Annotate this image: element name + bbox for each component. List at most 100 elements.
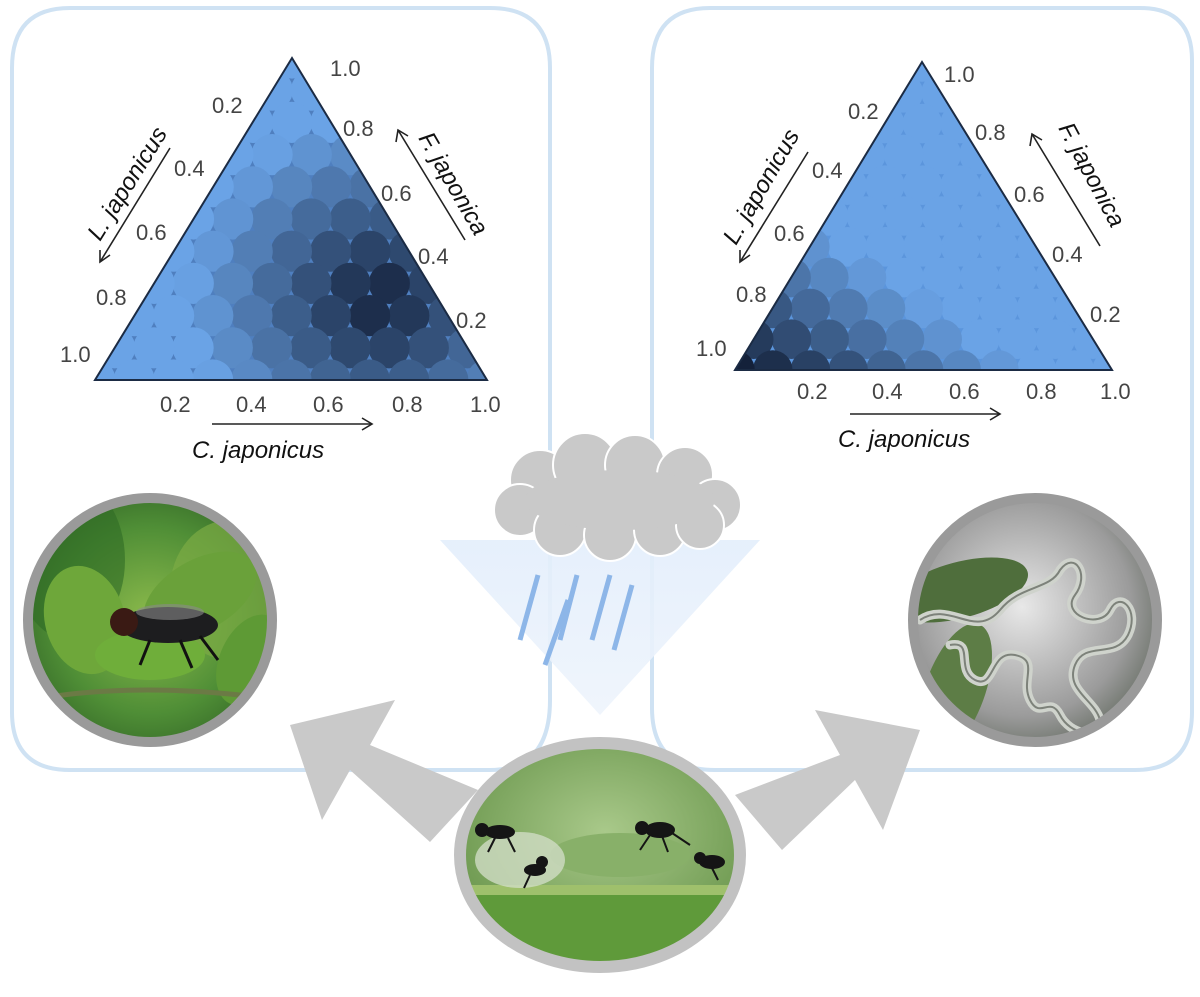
ternary-cell — [902, 165, 943, 205]
ternary-cell — [865, 288, 906, 329]
tick-label: 0.4 — [418, 244, 449, 269]
tick-label: 1.0 — [1100, 379, 1131, 404]
right-ternary-plot — [733, 60, 1114, 371]
ternary-cell — [250, 327, 293, 369]
ternary-cell — [310, 230, 352, 272]
ternary-cell — [997, 319, 1038, 360]
fly-icon — [110, 604, 220, 669]
ternary-cell — [921, 196, 962, 236]
ternary-cell — [1035, 319, 1076, 360]
ternary-cell — [349, 295, 391, 337]
axis-arrowhead-icon — [739, 250, 751, 264]
tick-label: 1.0 — [696, 336, 727, 361]
ternary-cell — [846, 257, 887, 298]
cloud-icon — [493, 432, 742, 562]
ternary-cell — [192, 295, 234, 337]
ternary-cell — [959, 257, 1000, 298]
ants-tending-caterpillar-photo — [454, 737, 746, 973]
ternary-cell — [329, 262, 371, 304]
ternary-cell — [368, 327, 410, 369]
tick-label: 0.6 — [136, 220, 167, 245]
rain-illustration — [440, 432, 760, 715]
axis-title-bottom-edge: C. japonicus — [192, 437, 324, 464]
ternary-cell — [883, 134, 924, 175]
axis-title-bottom-edge: C. japonicus — [838, 426, 970, 453]
axis-arrow-line — [99, 147, 171, 263]
tick-label: 1.0 — [470, 392, 501, 417]
tick-label: 0.2 — [456, 308, 487, 333]
ternary-cell — [1092, 350, 1112, 370]
tick-label: 1.0 — [60, 342, 91, 367]
ternary-cell — [310, 166, 352, 208]
ternary-cell — [828, 350, 868, 370]
ternary-cell — [884, 257, 924, 298]
ternary-cell — [153, 295, 195, 337]
ternary-cell — [407, 327, 449, 369]
ternary-cell — [827, 227, 868, 267]
tick-label: 0.6 — [774, 221, 805, 246]
tick-label: 0.8 — [343, 116, 374, 141]
panel-frames — [10, 6, 1194, 772]
ternary-cell — [290, 262, 332, 304]
ternary-cell — [997, 257, 1038, 298]
tick-label: 0.8 — [736, 282, 767, 307]
ternary-cell — [978, 227, 1019, 267]
arrow-to-right-photo-icon — [735, 710, 920, 850]
ternary-cell — [290, 134, 332, 176]
ternary-cell — [1016, 288, 1057, 329]
ternary-cell — [388, 295, 430, 337]
ternary-cells — [95, 58, 487, 380]
ternary-cell — [309, 295, 351, 337]
tick-label: 0.2 — [1090, 302, 1121, 327]
rain-drop — [611, 584, 635, 651]
tick-label: 0.6 — [1014, 182, 1045, 207]
ternary-cells — [735, 62, 1112, 370]
axis-arrow-line — [1031, 133, 1101, 247]
ternary-cell — [979, 350, 1019, 370]
ternary-cell — [978, 288, 1019, 329]
ternary-cell — [231, 295, 273, 337]
ternary-cell — [172, 262, 214, 304]
tick-label: 0.4 — [174, 156, 205, 181]
tick-label: 0.2 — [160, 392, 191, 417]
ternary-cell — [865, 227, 905, 267]
ternary-cell — [270, 230, 312, 272]
flow-arrows — [290, 700, 920, 850]
tick-label: 1.0 — [944, 62, 975, 87]
left-panel-frame — [10, 6, 552, 772]
tick-label: 0.8 — [975, 120, 1006, 145]
ternary-cell — [884, 196, 924, 236]
ant-icon — [694, 852, 725, 881]
ternary-cell — [735, 350, 755, 370]
left-ternary-plot — [93, 56, 489, 381]
nematode-photo — [908, 493, 1162, 747]
axis-arrowhead-icon — [99, 250, 111, 264]
caterpillar — [550, 833, 690, 877]
ternary-cell — [1016, 350, 1057, 370]
tick-label: 0.8 — [392, 392, 423, 417]
ternary-cell — [940, 165, 981, 205]
ternary-cell — [329, 327, 371, 369]
ternary-cell — [271, 101, 313, 143]
ternary-cell — [251, 262, 293, 304]
rain-drop — [589, 574, 613, 641]
ternary-cell — [290, 198, 332, 240]
tick-label: 0.2 — [212, 93, 243, 118]
ternary-cell — [251, 134, 293, 176]
ternary-cell — [959, 196, 1000, 236]
ternary-cell — [771, 319, 812, 360]
rain-drop — [557, 574, 580, 641]
ternary-cell — [921, 134, 962, 175]
ternary-cell — [902, 103, 943, 144]
ternary-cell — [231, 230, 273, 272]
ternary-cell — [903, 288, 943, 329]
tick-label: 0.8 — [1026, 379, 1057, 404]
tick-label: 0.6 — [313, 392, 344, 417]
ternary-cell — [211, 262, 254, 304]
rain-drop — [517, 574, 541, 641]
ternary-cell — [1054, 350, 1095, 370]
arrow-to-left-photo-icon — [290, 700, 478, 842]
tick-label: 0.6 — [381, 181, 412, 206]
ternary-cell — [922, 319, 962, 360]
